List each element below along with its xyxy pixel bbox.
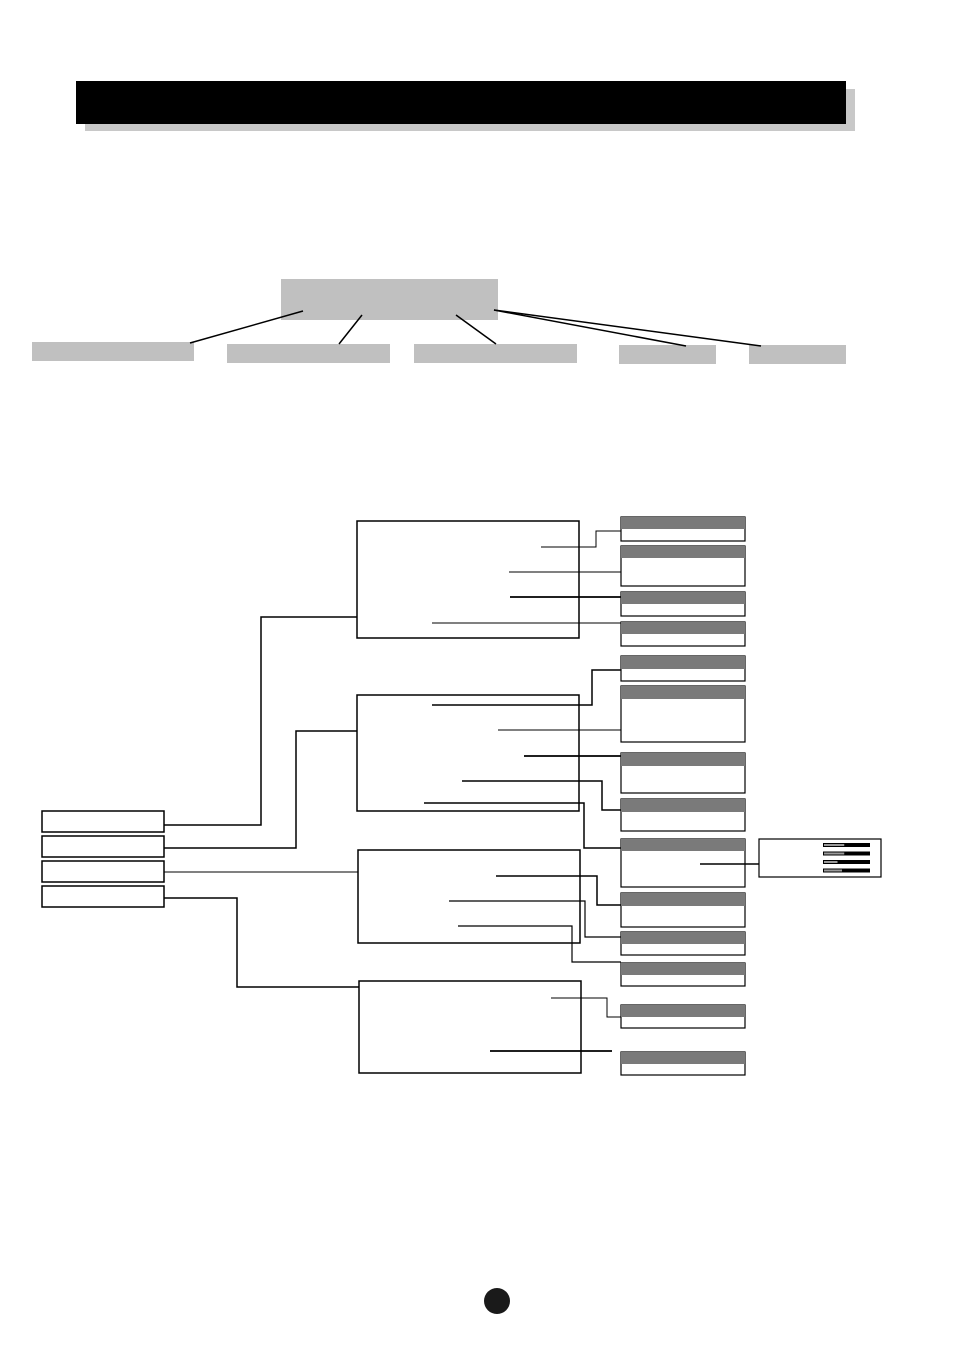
- level-meter-fill: [824, 861, 838, 863]
- connector-line: [493, 309, 687, 347]
- top-menu-item: [414, 344, 577, 363]
- menu-panel: [356, 520, 580, 639]
- top-menu-item: [227, 344, 390, 363]
- connector-line: [338, 314, 363, 345]
- submenu-title-bar: [621, 686, 745, 699]
- connector-line: [496, 875, 621, 906]
- level-meter-track: [823, 843, 870, 847]
- level-meter-track: [823, 851, 870, 856]
- submenu-title-bar: [621, 893, 745, 906]
- submenu-boxes: [620, 516, 746, 1076]
- connector-line: [551, 997, 621, 1018]
- connector-line: [164, 616, 357, 826]
- connector-line: [449, 900, 621, 938]
- main-menu-item: [41, 835, 165, 858]
- submenu-title-bar: [621, 963, 745, 975]
- top-menu-item: [749, 345, 846, 364]
- top-menu-item: [32, 342, 194, 361]
- level-meter-track: [823, 868, 870, 873]
- page-number-badge: [484, 1288, 510, 1314]
- submenu-title-bar: [621, 753, 745, 766]
- submenu-title-bar: [621, 592, 745, 604]
- level-meter-fill: [824, 844, 845, 846]
- connector-line: [458, 925, 621, 963]
- menu-tree: [41, 516, 882, 1076]
- submenu-title-bar: [621, 1005, 745, 1017]
- submenu-title-bar: [621, 799, 745, 812]
- submenu-title-bar: [621, 656, 745, 669]
- level-meter-popup: [700, 838, 882, 878]
- submenu-title-bar: [621, 546, 745, 558]
- menu-panel: [357, 849, 581, 944]
- level-meter-fill: [824, 852, 845, 855]
- top-menu-root: [281, 279, 498, 320]
- connector-line: [455, 314, 497, 345]
- menu-panel: [356, 694, 580, 812]
- top-menu-overview: [32, 279, 846, 364]
- main-menu-item: [41, 810, 165, 833]
- submenu-title-bar: [621, 839, 745, 851]
- submenu-title-bar: [621, 622, 745, 634]
- connector-line: [164, 730, 357, 849]
- connector-line: [189, 310, 304, 344]
- connector-line: [424, 802, 621, 849]
- connector-line: [432, 669, 621, 706]
- main-menu-item: [41, 860, 165, 883]
- menu-panel: [358, 980, 582, 1074]
- connector-line: [462, 780, 621, 811]
- submenu-title-bar: [621, 517, 745, 529]
- page-dot: [484, 1288, 510, 1314]
- submenu-title-bar: [621, 932, 745, 944]
- main-menu-item: [41, 885, 165, 908]
- connector-line: [493, 309, 762, 347]
- level-meter-fill: [824, 869, 842, 872]
- connector-line: [541, 530, 621, 548]
- connector-line: [164, 897, 359, 988]
- header-bar: [76, 81, 846, 124]
- submenu-title-bar: [621, 1052, 745, 1064]
- level-meter-track: [823, 860, 870, 864]
- header: [76, 81, 855, 131]
- top-menu-item: [619, 345, 716, 364]
